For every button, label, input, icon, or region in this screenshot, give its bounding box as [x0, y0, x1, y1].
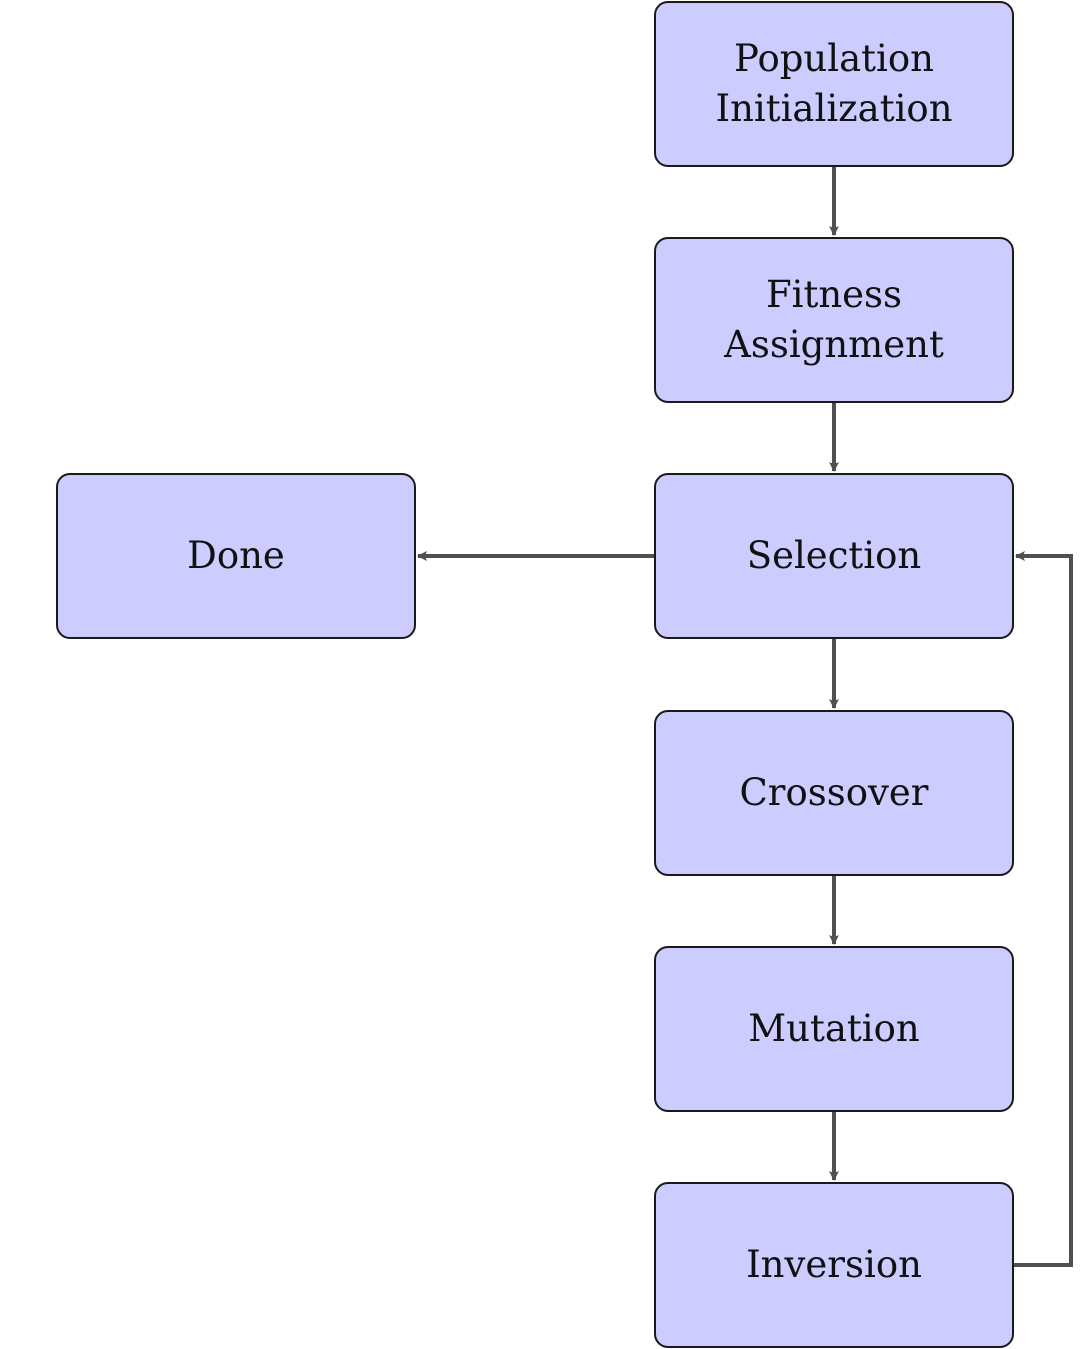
node-label-line: Mutation — [748, 1007, 920, 1050]
node-label-line: Population — [734, 37, 934, 80]
edge-inversion-to-selection — [1014, 551, 1073, 1267]
node-population-initialization: Population Initialization — [654, 1, 1014, 167]
node-label-line: Assignment — [724, 323, 944, 366]
node-label-line: Selection — [746, 534, 922, 577]
node-label-line: Crossover — [739, 771, 929, 814]
node-label-line: Inversion — [746, 1243, 922, 1286]
node-label-line: Initialization — [715, 87, 953, 130]
node-label-line: Fitness — [765, 273, 903, 316]
edge-group — [417, 167, 1073, 1267]
node-label-line: Done — [187, 534, 285, 577]
node-inversion: Inversion — [654, 1182, 1014, 1348]
node-mutation: Mutation — [654, 946, 1014, 1112]
node-fitness-assignment: Fitness Assignment — [654, 237, 1014, 403]
node-crossover: Crossover — [654, 710, 1014, 876]
node-done: Done — [56, 473, 416, 639]
node-selection: Selection — [654, 473, 1014, 639]
